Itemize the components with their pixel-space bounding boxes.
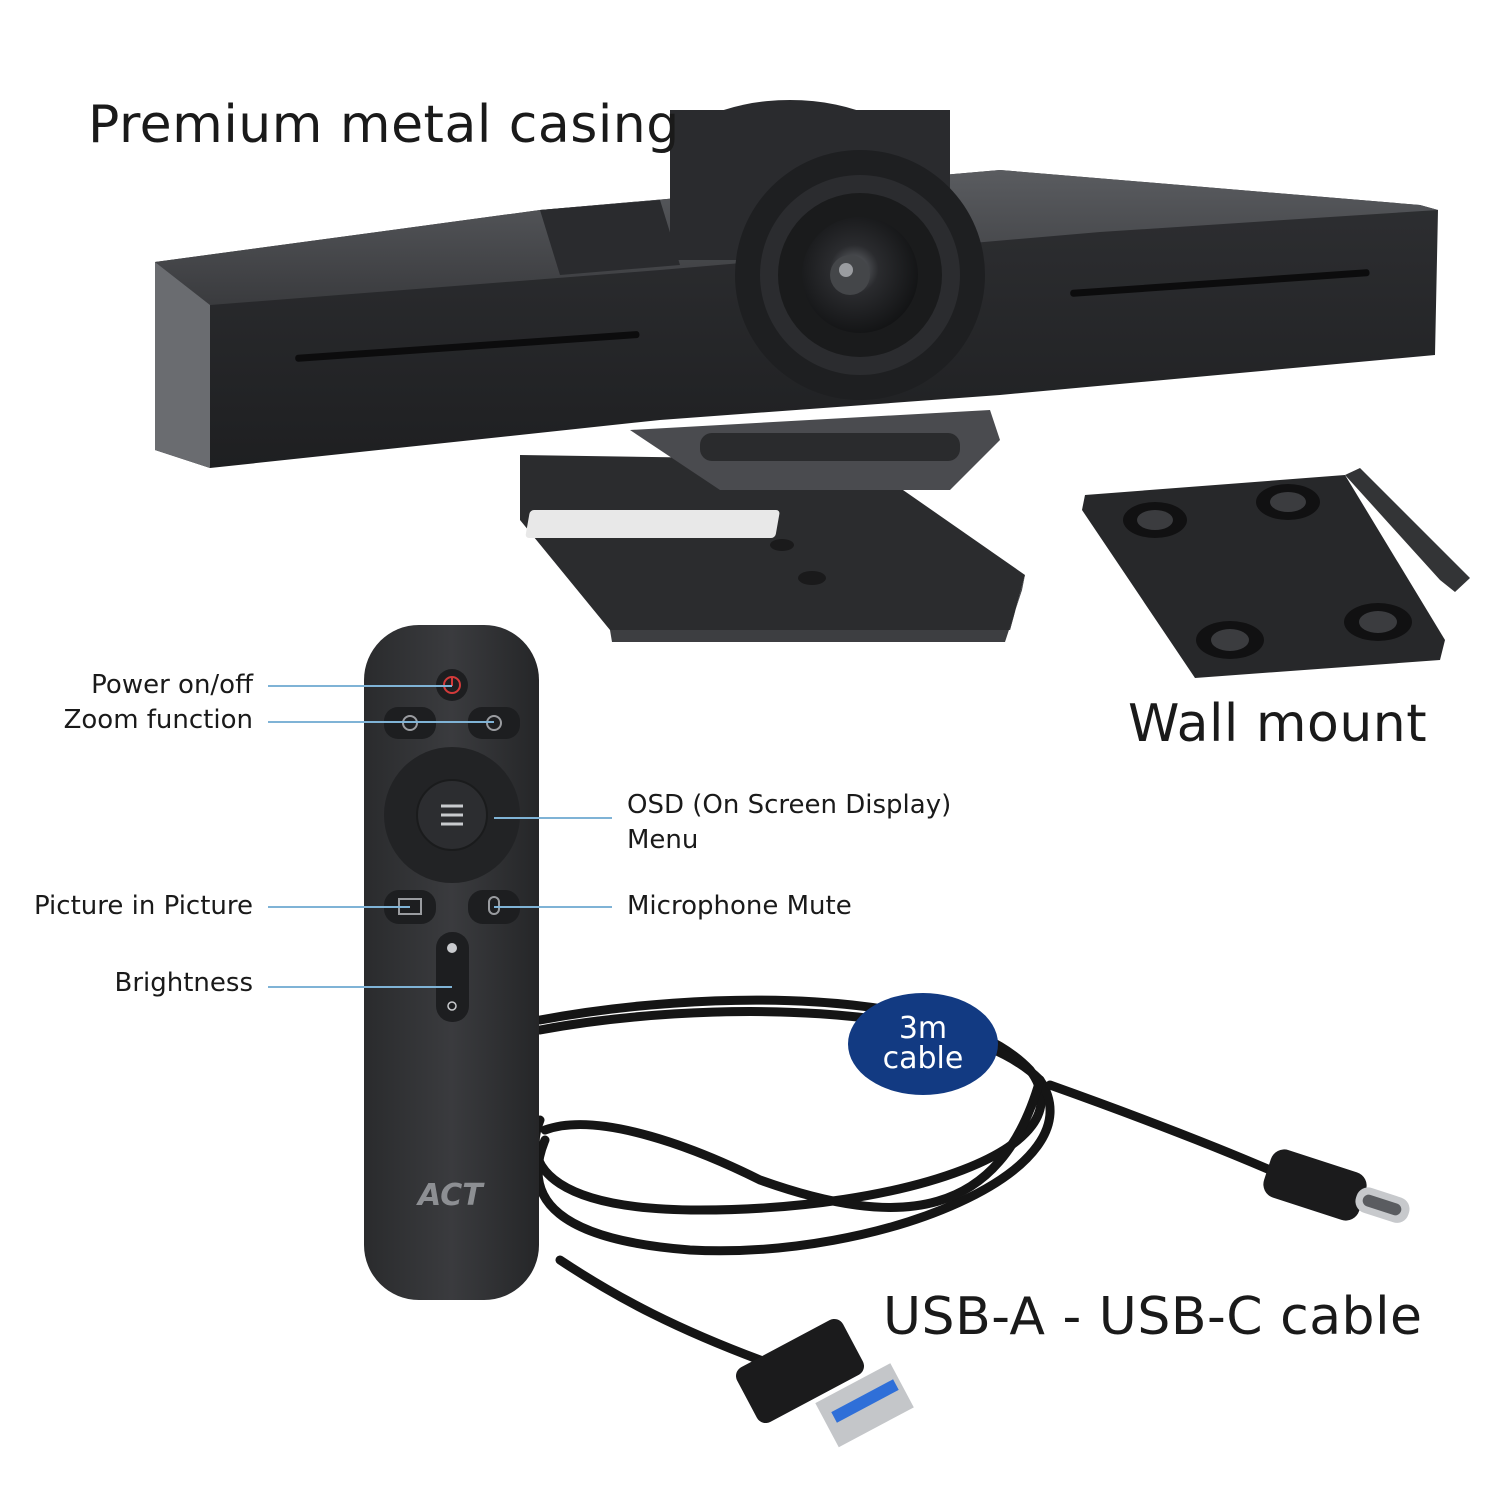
usb-a-plug	[735, 1318, 914, 1448]
camera-lens	[670, 100, 985, 400]
badge-line2: cable	[882, 1041, 964, 1076]
wall-mount-heading: Wall mount	[1128, 694, 1428, 754]
cable-heading: USB-A - USB-C cable	[883, 1287, 1423, 1347]
remote-logo: ACT	[418, 1178, 483, 1213]
callout-osd-line1: OSD (On Screen Display)	[627, 790, 952, 820]
cable-length-badge: 3m cable	[848, 993, 998, 1095]
callout-lines	[268, 685, 612, 988]
remote-control	[364, 625, 539, 1300]
callout-zoom: Zoom function	[63, 705, 253, 735]
camera-stand	[520, 410, 1025, 642]
callout-pip: Picture in Picture	[33, 891, 253, 921]
callout-brightness: Brightness	[114, 968, 254, 998]
casing-heading: Premium metal casing	[88, 95, 680, 155]
usb-c-plug	[1263, 1149, 1410, 1223]
wall-mount-plate	[1082, 468, 1470, 678]
usb-cable	[530, 995, 1275, 1365]
callout-osd-line2: Menu	[627, 825, 699, 855]
callout-power: Power on/off	[91, 670, 253, 700]
callout-mic-mute: Microphone Mute	[627, 891, 852, 921]
badge-line1: 3m	[898, 1011, 948, 1046]
